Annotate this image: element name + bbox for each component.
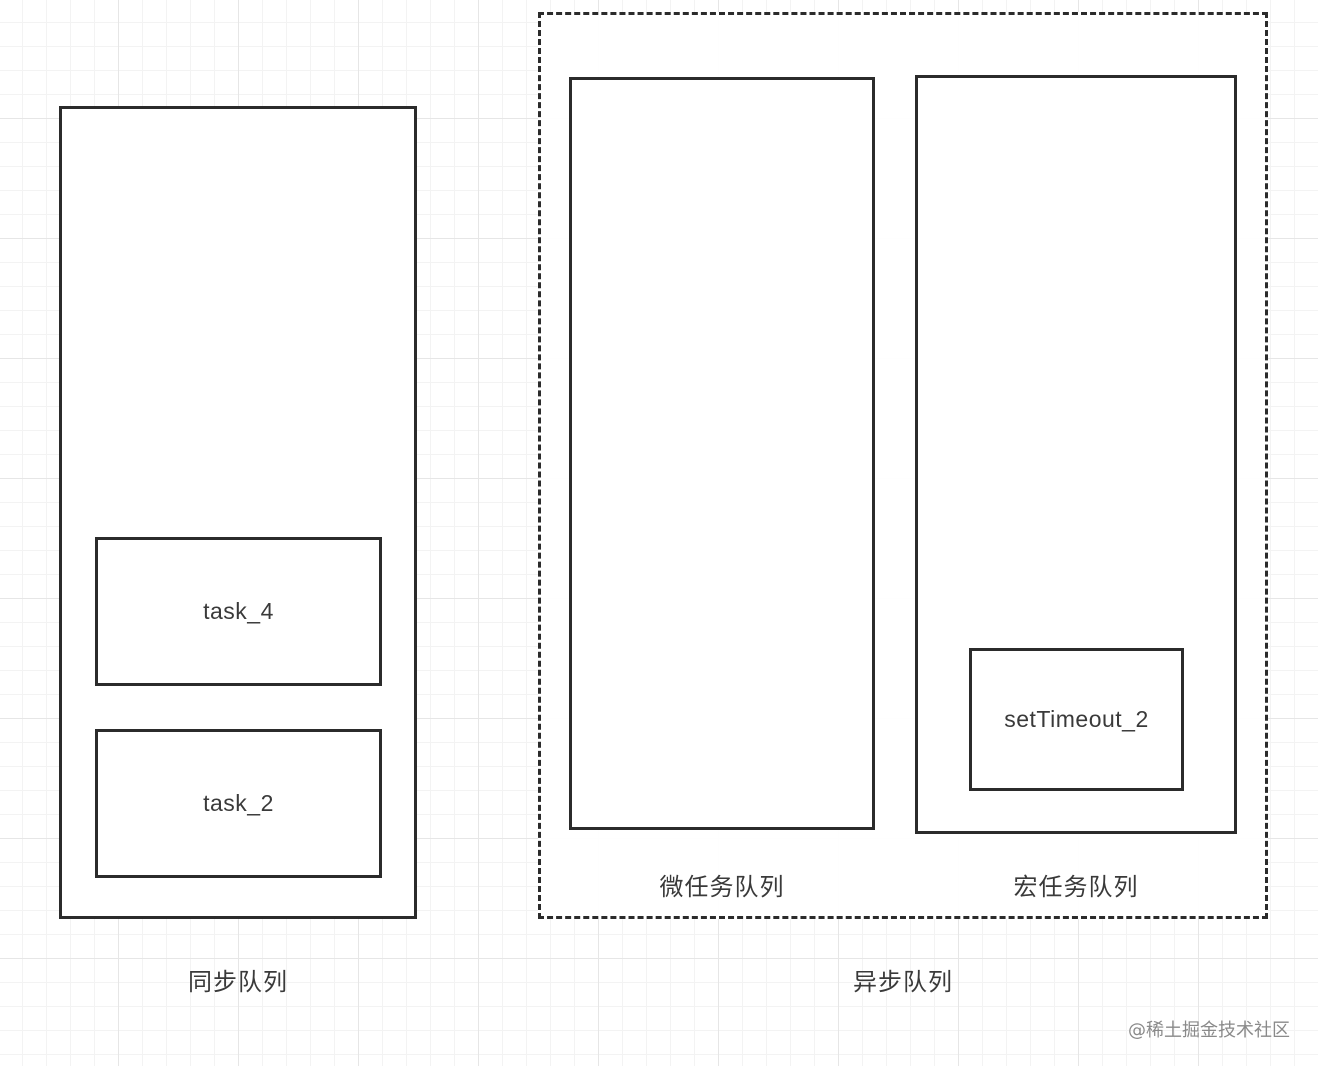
async-queue-label: 异步队列 (853, 968, 953, 996)
task-label: setTimeout_2 (1004, 706, 1149, 732)
macro-task-queue-label: 宏任务队列 (1013, 873, 1139, 901)
async-queue-box: 微任务队列 setTimeout_2 宏任务队列 (538, 12, 1268, 919)
task-item: task_4 (95, 537, 382, 686)
sync-queue-box: task_4 task_2 (59, 106, 417, 919)
sync-queue-label: 同步队列 (188, 968, 288, 996)
watermark: @稀土掘金技术社区 (1128, 1020, 1290, 1041)
task-item: task_2 (95, 729, 382, 878)
task-item: setTimeout_2 (969, 648, 1184, 791)
micro-task-queue-label: 微任务队列 (659, 873, 785, 901)
micro-task-queue-box (569, 77, 875, 830)
task-label: task_2 (203, 790, 274, 816)
task-label: task_4 (203, 598, 274, 624)
macro-task-queue-box: setTimeout_2 (915, 75, 1237, 834)
